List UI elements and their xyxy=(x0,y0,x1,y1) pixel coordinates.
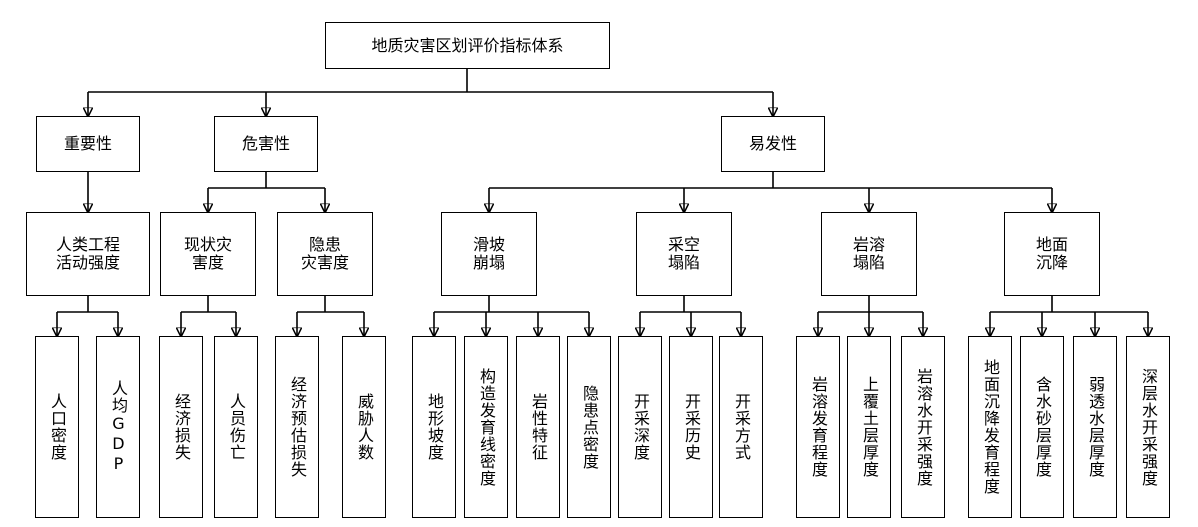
node-pop-density-label: 人口密度 xyxy=(47,393,67,461)
node-importance[interactable]: 重要性 xyxy=(36,116,140,172)
node-mining-method-label: 开采方式 xyxy=(731,393,751,461)
node-deep-water-intensity-label: 深层水开采强度 xyxy=(1138,367,1158,487)
node-landslide-collapse[interactable]: 滑坡 崩塌 xyxy=(441,212,537,296)
node-threatened-people[interactable]: 威胁人数 xyxy=(342,336,386,518)
node-subsidence-development[interactable]: 地面沉降发育程度 xyxy=(968,336,1012,518)
node-deep-water-intensity[interactable]: 深层水开采强度 xyxy=(1126,336,1170,518)
node-karst-water-intensity-label: 岩溶水开采强度 xyxy=(913,367,933,487)
node-karst-collapse[interactable]: 岩溶 塌陷 xyxy=(821,212,917,296)
node-terrain-slope[interactable]: 地形坡度 xyxy=(412,336,456,518)
node-hidden-point-density[interactable]: 隐患点密度 xyxy=(567,336,611,518)
node-mining-depth[interactable]: 开采深度 xyxy=(618,336,662,518)
node-mining-history[interactable]: 开采历史 xyxy=(669,336,713,518)
node-hidden-disaster-degree-label: 隐患 灾害度 xyxy=(300,235,349,272)
node-lithology-label: 岩性特征 xyxy=(528,393,548,461)
node-hidden-point-density-label: 隐患点密度 xyxy=(579,384,599,470)
node-overburden-thickness[interactable]: 上覆土层厚度 xyxy=(847,336,891,518)
node-ground-subsidence-label: 地面 沉降 xyxy=(1035,235,1068,272)
node-mining-depth-label: 开采深度 xyxy=(630,393,650,461)
node-hidden-disaster-degree[interactable]: 隐患 灾害度 xyxy=(277,212,373,296)
node-casualties-label: 人员伤亡 xyxy=(226,393,246,461)
node-mined-out-collapse-label: 采空 塌陷 xyxy=(667,235,700,272)
node-estimated-loss-label: 经济预估损失 xyxy=(287,376,307,478)
node-gdp-per-capita-label: 人均GDP xyxy=(108,380,128,474)
node-economic-loss-label: 经济损失 xyxy=(171,393,191,461)
node-importance-label: 重要性 xyxy=(63,134,112,154)
node-aquitard-thickness[interactable]: 弱透水层厚度 xyxy=(1073,336,1117,518)
node-landslide-collapse-label: 滑坡 崩塌 xyxy=(472,235,505,272)
node-aquitard-thickness-label: 弱透水层厚度 xyxy=(1085,376,1105,478)
node-economic-loss[interactable]: 经济损失 xyxy=(159,336,203,518)
node-susceptibility[interactable]: 易发性 xyxy=(721,116,825,172)
node-threatened-people-label: 威胁人数 xyxy=(354,393,374,461)
node-human-engineering-intensity-label: 人类工程 活动强度 xyxy=(55,235,120,272)
node-hazard[interactable]: 危害性 xyxy=(214,116,318,172)
node-subsidence-development-label: 地面沉降发育程度 xyxy=(980,359,1000,495)
node-karst-collapse-label: 岩溶 塌陷 xyxy=(852,235,885,272)
node-karst-water-intensity[interactable]: 岩溶水开采强度 xyxy=(901,336,945,518)
node-fault-density[interactable]: 构造发育线密度 xyxy=(464,336,508,518)
node-aquifer-sand-thickness[interactable]: 含水砂层厚度 xyxy=(1020,336,1064,518)
node-root[interactable]: 地质灾害区划评价指标体系 xyxy=(325,22,610,69)
node-fault-density-label: 构造发育线密度 xyxy=(476,367,496,487)
node-ground-subsidence[interactable]: 地面 沉降 xyxy=(1004,212,1100,296)
node-mining-method[interactable]: 开采方式 xyxy=(719,336,763,518)
node-mined-out-collapse[interactable]: 采空 塌陷 xyxy=(636,212,732,296)
node-susceptibility-label: 易发性 xyxy=(748,134,797,154)
node-overburden-thickness-label: 上覆土层厚度 xyxy=(859,376,879,478)
node-lithology[interactable]: 岩性特征 xyxy=(516,336,560,518)
node-pop-density[interactable]: 人口密度 xyxy=(35,336,79,518)
node-hazard-label: 危害性 xyxy=(241,134,290,154)
node-terrain-slope-label: 地形坡度 xyxy=(424,393,444,461)
node-karst-development-label: 岩溶发育程度 xyxy=(808,376,828,478)
node-aquifer-sand-thickness-label: 含水砂层厚度 xyxy=(1032,376,1052,478)
node-estimated-loss[interactable]: 经济预估损失 xyxy=(275,336,319,518)
node-gdp-per-capita[interactable]: 人均GDP xyxy=(96,336,140,518)
node-casualties[interactable]: 人员伤亡 xyxy=(214,336,258,518)
node-current-disaster-degree-label: 现状灾 害度 xyxy=(183,235,232,272)
node-mining-history-label: 开采历史 xyxy=(681,393,701,461)
node-human-engineering-intensity[interactable]: 人类工程 活动强度 xyxy=(26,212,150,296)
node-karst-development[interactable]: 岩溶发育程度 xyxy=(796,336,840,518)
node-current-disaster-degree[interactable]: 现状灾 害度 xyxy=(160,212,256,296)
node-root-label: 地质灾害区划评价指标体系 xyxy=(371,35,564,55)
